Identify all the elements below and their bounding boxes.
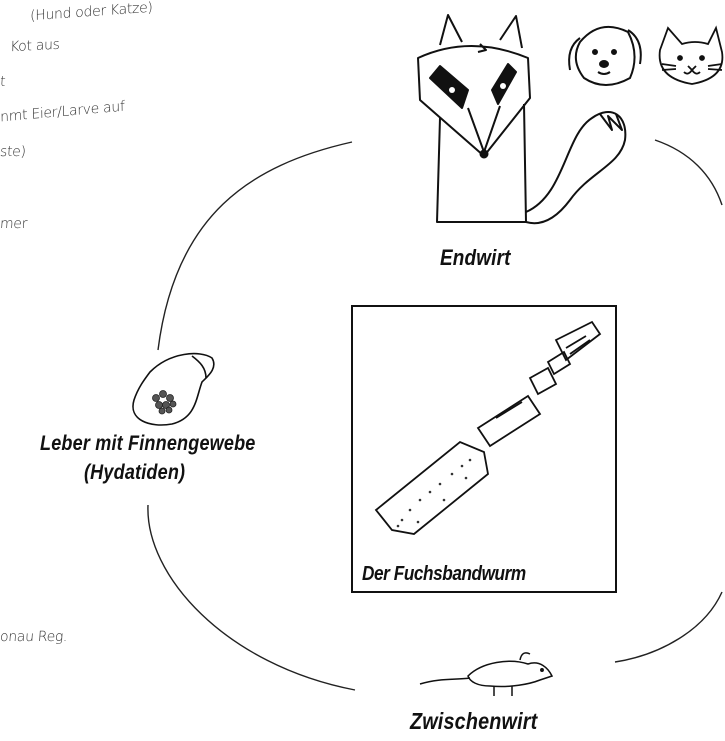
liver-drawing: [133, 354, 214, 425]
cat-drawing: [660, 28, 723, 84]
label-leber-line-2: (Hydatiden): [84, 461, 185, 485]
cycle-arc-bottom-left: [148, 505, 355, 690]
label-leber-line-1: Leber mit Finnengewebe: [40, 432, 256, 456]
fox-drawing: [418, 15, 625, 223]
dog-drawing: [569, 27, 641, 85]
label-zwischenwirt: Zwischenwirt: [410, 708, 537, 735]
label-endwirt: Endwirt: [440, 245, 511, 271]
hydatid-cluster: [153, 391, 177, 415]
center-title-box: [351, 305, 617, 593]
center-title: Der Fuchsbandwurm: [362, 563, 526, 586]
cycle-arc-top-right: [655, 140, 722, 205]
mouse-drawing: [420, 653, 552, 696]
cycle-arc-bottom-right: [615, 592, 722, 662]
cycle-arc-top-left: [158, 142, 352, 350]
